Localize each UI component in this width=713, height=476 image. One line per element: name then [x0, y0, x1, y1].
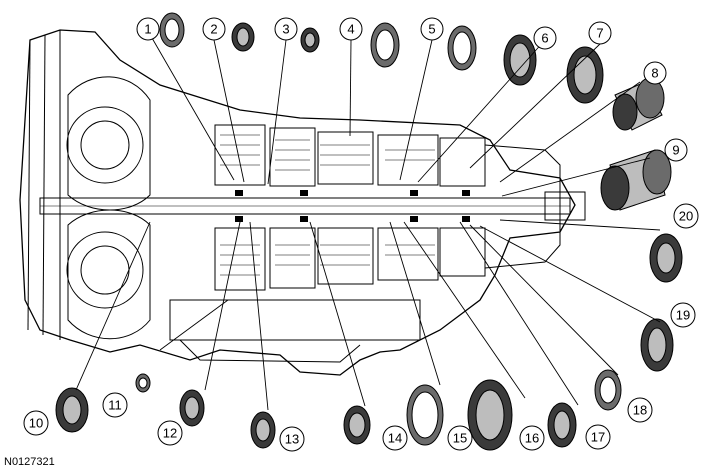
part-1-thrust-washer — [159, 12, 185, 48]
part-7-bearing — [566, 46, 604, 104]
callout-16: 16 — [519, 425, 545, 451]
callout-15: 15 — [447, 425, 473, 451]
leader-lines — [75, 37, 661, 411]
svg-text:5: 5 — [428, 22, 435, 37]
part-16-bearing — [467, 379, 513, 451]
callout-13: 13 — [279, 426, 305, 452]
callout-6: 6 — [533, 26, 557, 50]
part-13-bearing — [250, 411, 276, 449]
svg-text:15: 15 — [453, 431, 467, 446]
svg-text:12: 12 — [163, 426, 177, 441]
figure-reference-id: N0127321 — [4, 456, 55, 468]
callout-2: 2 — [202, 17, 226, 41]
part-11-bushing — [135, 373, 151, 393]
svg-text:10: 10 — [29, 416, 43, 431]
callout-10: 10 — [23, 410, 49, 436]
part-2-bearing — [231, 22, 255, 52]
callout-12: 12 — [157, 420, 183, 446]
svg-text:19: 19 — [676, 308, 690, 323]
svg-text:3: 3 — [282, 22, 289, 37]
part-20-bearing — [649, 233, 683, 283]
svg-text:1: 1 — [144, 22, 151, 37]
part-10-bearing — [55, 387, 89, 433]
svg-text:16: 16 — [525, 431, 539, 446]
part-5-thrust-washer — [447, 25, 477, 71]
part-3-bearing — [300, 27, 320, 53]
part-6-bearing — [503, 34, 537, 86]
callout-18: 18 — [627, 397, 653, 423]
svg-text:17: 17 — [591, 430, 605, 445]
svg-text:14: 14 — [388, 431, 402, 446]
callout-3: 3 — [274, 17, 298, 41]
exploded-parts — [55, 12, 683, 451]
callout-20: 20 — [673, 203, 699, 229]
svg-text:8: 8 — [651, 66, 658, 81]
callout-14: 14 — [382, 425, 408, 451]
callout-11: 11 — [102, 392, 128, 418]
part-9-roller-bearing — [600, 149, 672, 211]
part-17-bearing — [547, 402, 577, 448]
svg-text:9: 9 — [672, 143, 679, 158]
callout-8: 8 — [643, 61, 667, 85]
callout-5: 5 — [420, 17, 444, 41]
callout-17: 17 — [585, 424, 611, 450]
svg-text:18: 18 — [633, 403, 647, 418]
callout-group: 1 2 3 4 5 6 7 8 9 10 11 12 13 14 15 16 1… — [23, 17, 699, 452]
callout-9: 9 — [664, 138, 688, 162]
svg-text:13: 13 — [285, 432, 299, 447]
part-12-bearing — [179, 389, 205, 427]
part-4-thrust-washer — [370, 22, 400, 68]
part-15-thrust-washer — [406, 384, 444, 446]
svg-text:4: 4 — [347, 22, 354, 37]
callout-1: 1 — [136, 17, 160, 41]
part-19-bearing — [640, 318, 674, 372]
callout-19: 19 — [670, 302, 696, 328]
svg-text:2: 2 — [210, 22, 217, 37]
part-18-thrust-washer — [594, 369, 622, 411]
part-8-needle-bushing — [612, 77, 665, 131]
svg-text:11: 11 — [108, 398, 122, 413]
transmission-housing — [19, 29, 586, 376]
svg-text:7: 7 — [596, 26, 603, 41]
part-14-bearing — [343, 405, 371, 445]
callout-4: 4 — [339, 17, 363, 41]
svg-text:20: 20 — [679, 209, 693, 224]
callout-7: 7 — [588, 21, 612, 45]
svg-text:6: 6 — [541, 31, 548, 46]
